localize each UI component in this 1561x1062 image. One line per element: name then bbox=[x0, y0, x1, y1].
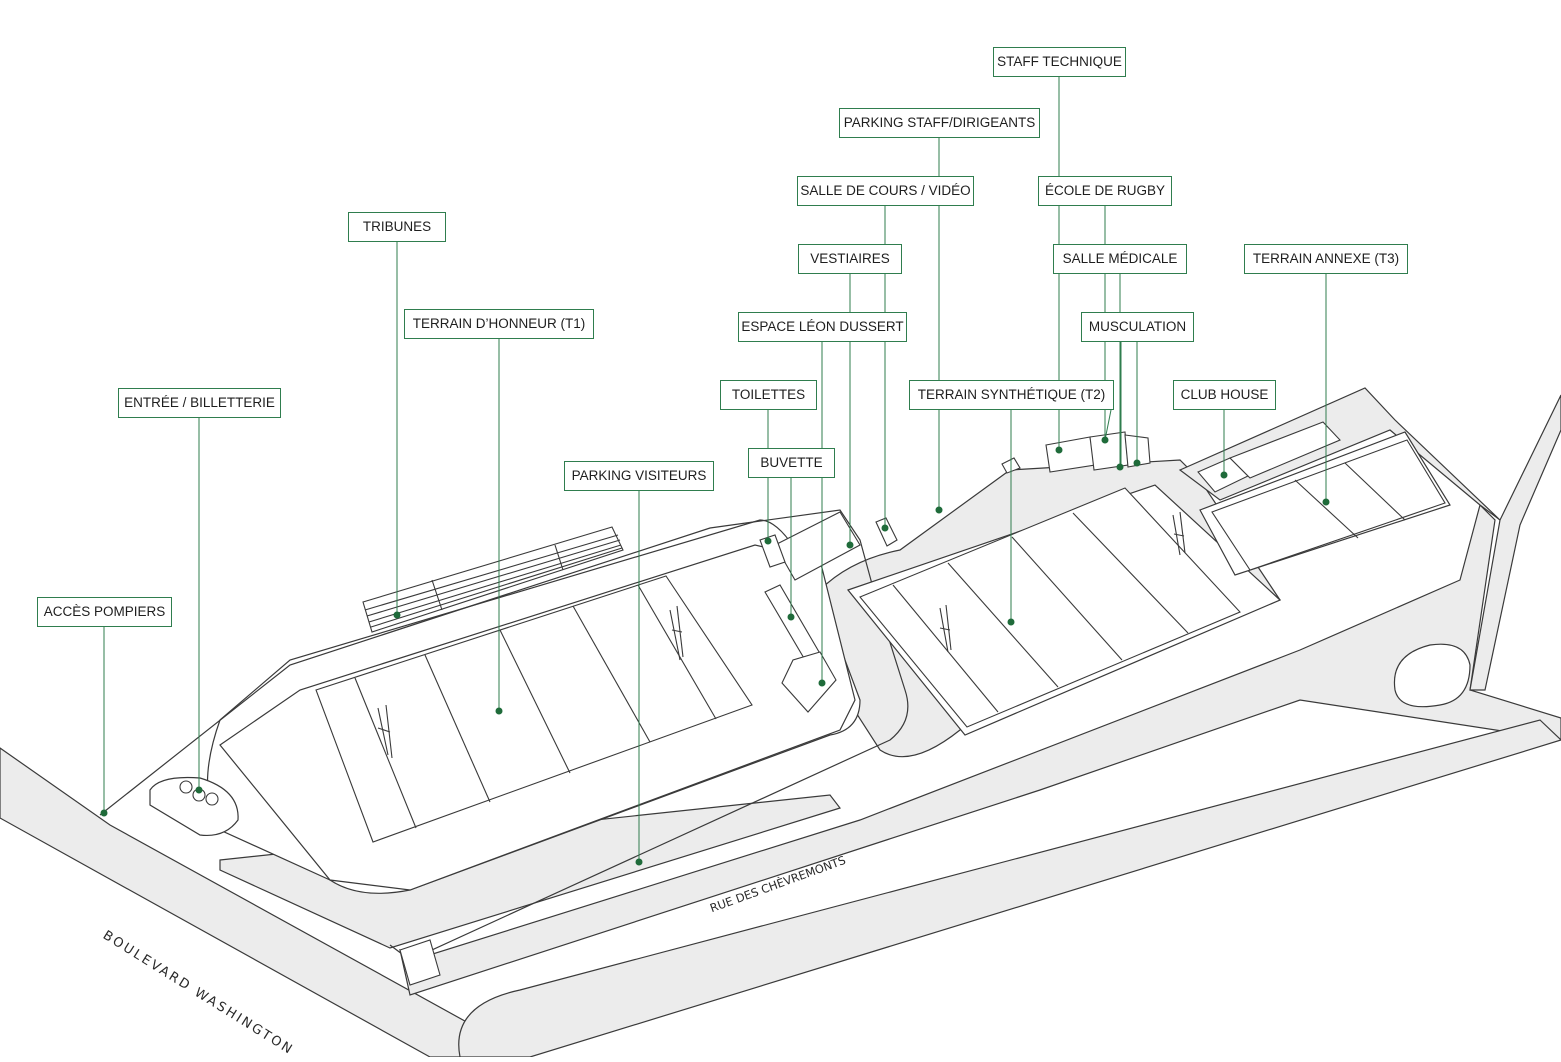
location-markers bbox=[100, 436, 1330, 866]
label-club-house[interactable]: CLUB HOUSE bbox=[1173, 380, 1276, 410]
marker-ecole-de-rugby[interactable] bbox=[1101, 436, 1109, 444]
label-acces-pompiers[interactable]: ACCÈS POMPIERS bbox=[37, 597, 172, 627]
road-rue-des-chevremonts bbox=[399, 503, 1561, 996]
marker-salle-medicale[interactable] bbox=[1116, 463, 1124, 471]
marker-entree-billetterie[interactable] bbox=[195, 786, 203, 794]
espace-leon-dussert-building bbox=[774, 511, 861, 581]
label-buvette[interactable]: BUVETTE bbox=[748, 448, 835, 478]
marker-vestiaires[interactable] bbox=[846, 541, 854, 549]
label-terrain-synthetique-t2[interactable]: TERRAIN SYNTHÉTIQUE (T2) bbox=[909, 380, 1114, 410]
vestiaires-building bbox=[875, 517, 898, 547]
label-entree-billetterie[interactable]: ENTRÉE / BILLETTERIE bbox=[118, 388, 281, 418]
roundabout-island bbox=[1393, 643, 1471, 708]
terrain-annexe-building bbox=[1229, 421, 1341, 479]
label-ecole-de-rugby[interactable]: ÉCOLE DE RUGBY bbox=[1038, 176, 1172, 206]
pitch-t1 bbox=[315, 575, 753, 843]
leader-line-ecole-rugby-b bbox=[1104, 409, 1112, 441]
entrance-plaza bbox=[149, 776, 239, 837]
marker-musculation[interactable] bbox=[1133, 459, 1141, 467]
label-terrain-annexe-t3[interactable]: TERRAIN ANNEXE (T3) bbox=[1244, 244, 1408, 274]
marker-club-house[interactable] bbox=[1220, 471, 1228, 479]
marker-terrain-annexe-t3[interactable] bbox=[1322, 498, 1330, 506]
pitch-t2 bbox=[859, 487, 1241, 728]
tribunes-building bbox=[362, 526, 624, 633]
pitch-t3 bbox=[1211, 439, 1446, 571]
label-salle-de-cours-video[interactable]: SALLE DE COURS / VIDÉO bbox=[797, 176, 974, 206]
ecole-rugby-building bbox=[1089, 431, 1129, 471]
stadium-outer-wall bbox=[99, 509, 909, 961]
label-parking-visiteurs[interactable]: PARKING VISITEURS bbox=[564, 461, 714, 491]
marker-terrain-synthetique-t2[interactable] bbox=[1007, 618, 1015, 626]
label-staff-technique[interactable]: STAFF TECHNIQUE bbox=[993, 47, 1126, 77]
marker-salle-de-cours-video[interactable] bbox=[881, 524, 889, 532]
marker-parking-visiteurs[interactable] bbox=[635, 858, 643, 866]
pitches bbox=[315, 439, 1446, 843]
label-tribunes[interactable]: TRIBUNES bbox=[348, 212, 446, 242]
marker-acces-pompiers[interactable] bbox=[100, 809, 108, 817]
marker-parking-staff-dirigeants[interactable] bbox=[935, 506, 943, 514]
label-parking-staff-dirigeants[interactable]: PARKING STAFF/DIRIGEANTS bbox=[839, 108, 1040, 138]
marker-buvette[interactable] bbox=[787, 613, 795, 621]
road-south-curve bbox=[458, 719, 1561, 1058]
marker-espace-leon-dussert[interactable] bbox=[818, 679, 826, 687]
parking-visiteurs-strip bbox=[219, 794, 842, 949]
marker-toilettes[interactable] bbox=[764, 537, 772, 545]
parking-visiteurs-building bbox=[399, 939, 441, 986]
marker-staff-technique[interactable] bbox=[1055, 446, 1063, 454]
label-espace-leon-dussert[interactable]: ESPACE LÉON DUSSERT bbox=[738, 312, 907, 342]
label-vestiaires[interactable]: VESTIAIRES bbox=[798, 244, 902, 274]
marker-tribunes[interactable] bbox=[393, 611, 401, 619]
marker-terrain-d-honneur-t1[interactable] bbox=[495, 707, 503, 715]
buildings bbox=[179, 421, 1341, 986]
label-salle-medicale[interactable]: SALLE MÉDICALE bbox=[1053, 244, 1187, 274]
label-terrain-d-honneur-t1[interactable]: TERRAIN D’HONNEUR (T1) bbox=[404, 309, 594, 339]
label-musculation[interactable]: MUSCULATION bbox=[1081, 312, 1194, 342]
label-toilettes[interactable]: TOILETTES bbox=[720, 380, 817, 410]
